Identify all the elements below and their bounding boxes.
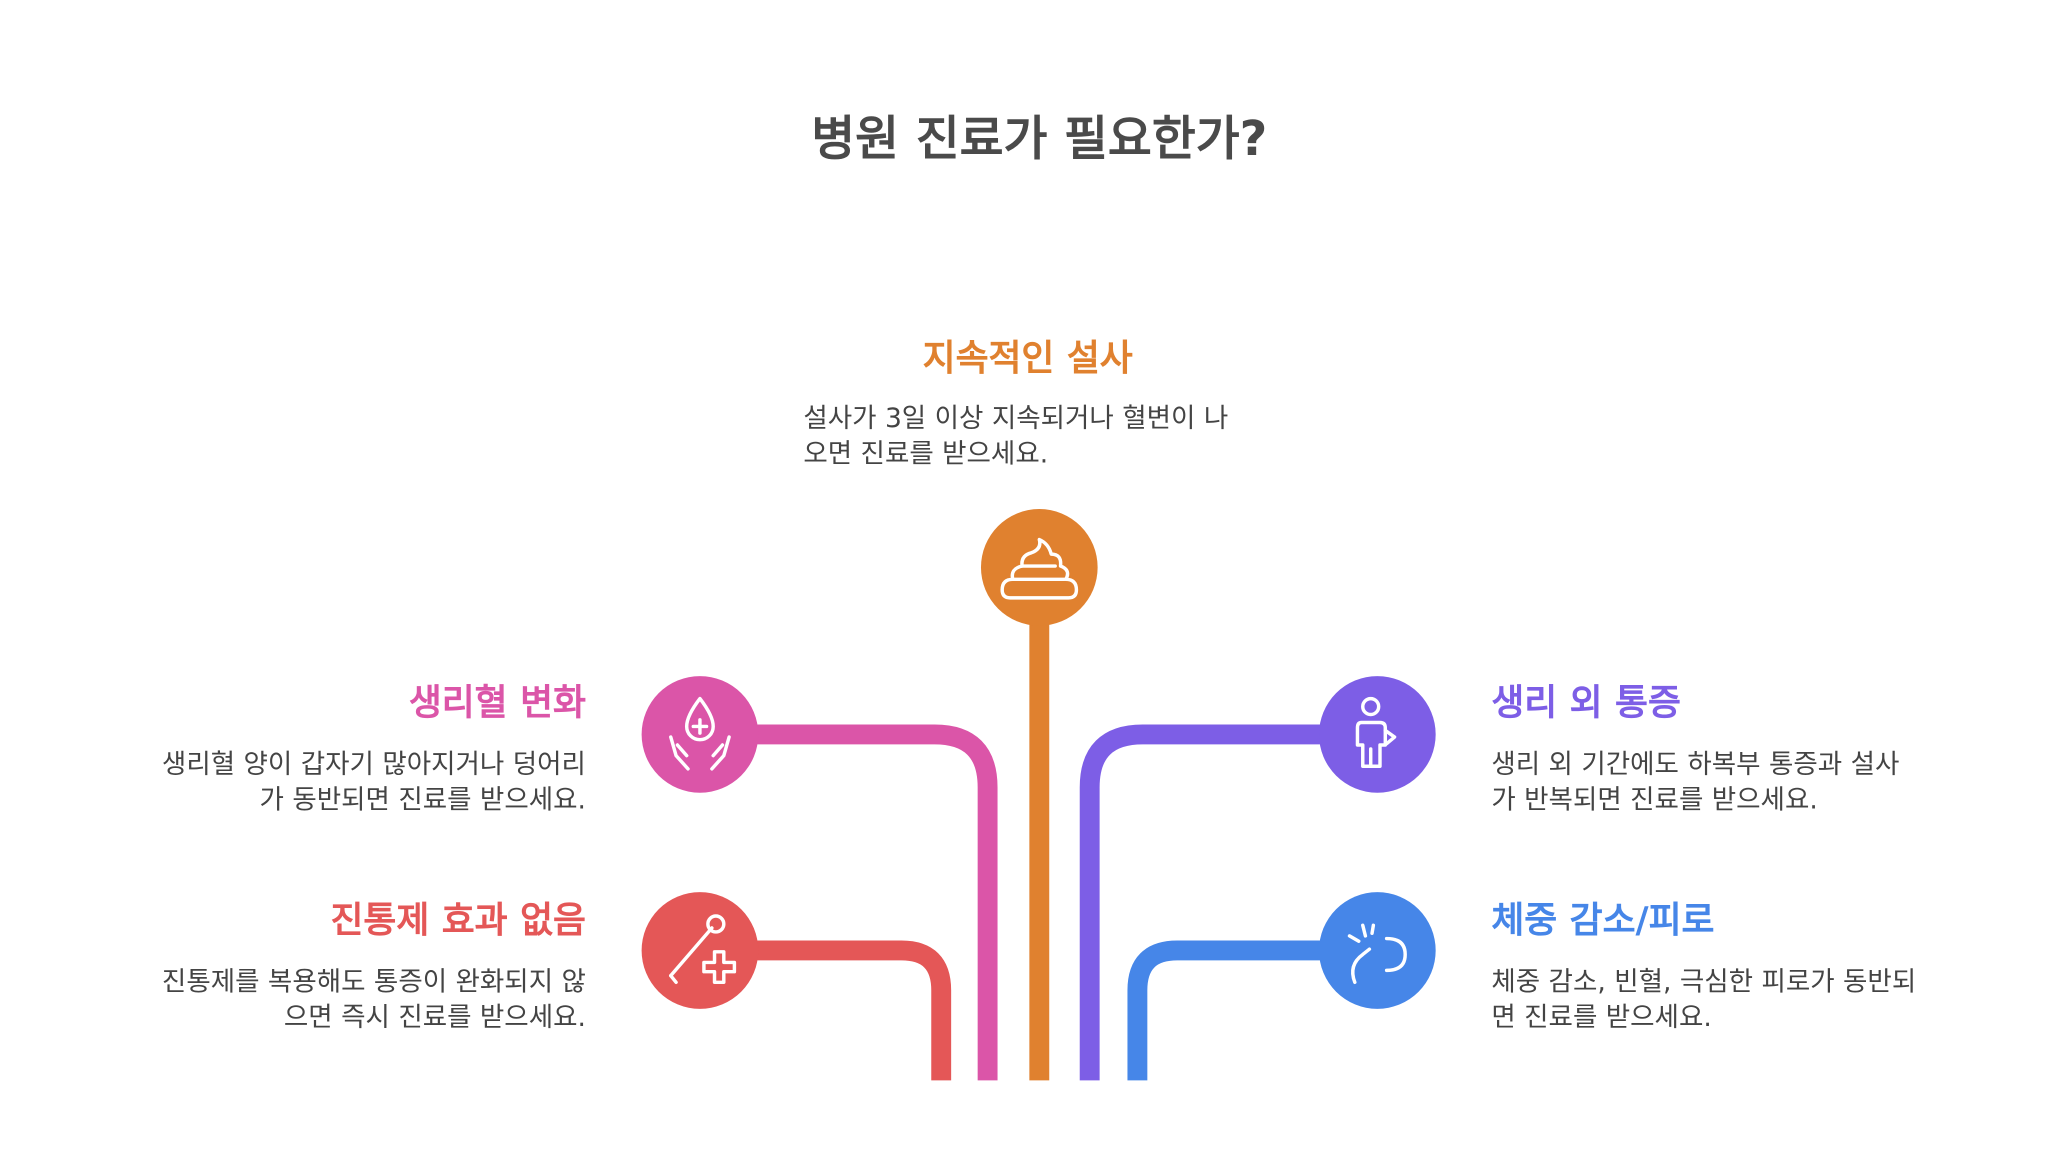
connector-weight [1127, 940, 1323, 1081]
painkiller-desc-line1: 진통제를 복용해도 통증이 완화되지 않 [161, 965, 586, 997]
painkiller-desc-line2: 으면 즉시 진료를 받으세요. [283, 1000, 586, 1033]
weight-description: 체중 감소, 빈혈, 극심한 피로가 동반되 면 진료를 받으세요. [1491, 964, 1995, 1036]
connector-menstrual [755, 724, 998, 1081]
menstrual-heading: 생리혈 변화 [408, 682, 586, 724]
diarrhea-description: 설사가 3일 이상 지속되거나 혈변이 나 오면 진료를 받으세요. [803, 400, 1307, 472]
menstrual-desc-line1: 생리혈 양이 갑자기 많아지거나 덩어리 [161, 747, 586, 780]
diarrhea-desc-line2: 오면 진료를 받으세요. [803, 437, 1049, 470]
pain-desc-line2: 가 반복되면 진료를 받으세요. [1491, 783, 1818, 816]
painkiller-circle [641, 892, 759, 1009]
poop-icon [1000, 537, 1079, 600]
thermometer-medical-icon [669, 914, 737, 985]
person-abdominal-pain-icon [1355, 696, 1397, 768]
menstrual-desc-line2: 가 동반되면 진료를 받으세요. [259, 783, 586, 816]
diarrhea-desc-line1: 설사가 3일 이상 지속되거나 혈변이 나 [803, 401, 1229, 434]
painkiller-heading: 진통제 효과 없음 [330, 900, 586, 942]
connector-pain [1079, 724, 1323, 1081]
weight-circle [1319, 892, 1436, 1009]
page-title: 병원 진료가 필요한가? [811, 112, 1268, 168]
pain-circle [1319, 676, 1436, 793]
pain-desc-line1: 생리 외 기간에도 하복부 통증과 설사 [1491, 747, 1900, 780]
fatigue-icon [1347, 923, 1407, 985]
pain-heading: 생리 외 통증 [1491, 682, 1681, 724]
weight-desc-line1: 체중 감소, 빈혈, 극심한 피로가 동반되 [1491, 965, 1917, 997]
painkiller-description: 진통제를 복용해도 통증이 완화되지 않 으면 즉시 진료를 받으세요. [82, 964, 586, 1036]
blood-drop-hands-icon [669, 696, 731, 771]
weight-desc-line2: 면 진료를 받으세요. [1491, 1000, 1712, 1033]
pain-description: 생리 외 기간에도 하복부 통증과 설사 가 반복되면 진료를 받으세요. [1491, 746, 1995, 818]
diarrhea-heading: 지속적인 설사 [922, 338, 1133, 380]
menstrual-description: 생리혈 양이 갑자기 많아지거나 덩어리 가 동반되면 진료를 받으세요. [82, 746, 586, 818]
weight-heading: 체중 감소/피로 [1491, 900, 1715, 942]
connector-painkiller [755, 940, 952, 1081]
